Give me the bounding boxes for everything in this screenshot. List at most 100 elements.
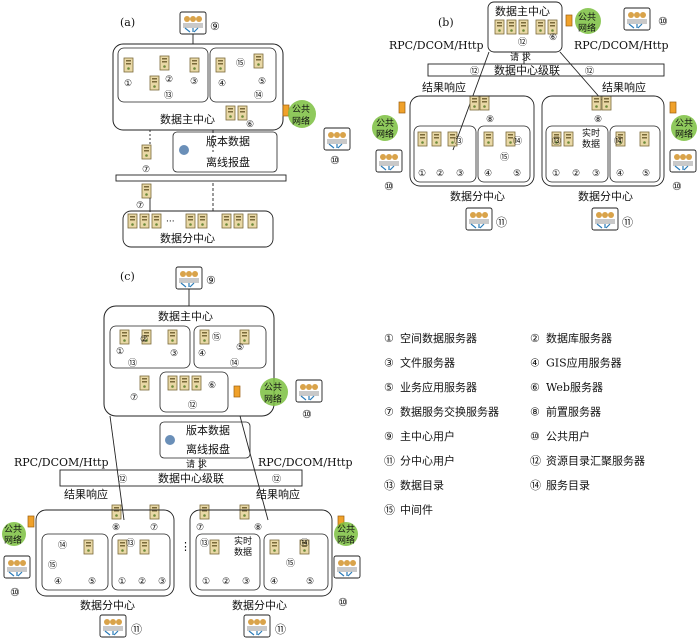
svg-text:③: ③ — [592, 169, 600, 179]
svg-text:⑭: ⑭ — [58, 540, 67, 551]
svg-text:⑬: ⑬ — [200, 538, 209, 549]
legend-number: ⑦ — [384, 406, 394, 419]
svg-text:离线报盘: 离线报盘 — [186, 442, 230, 456]
legend-label: 服务目录 — [546, 479, 590, 492]
svg-text:⑬: ⑬ — [552, 136, 561, 147]
offline-box — [172, 131, 278, 173]
svg-text:⑧: ⑧ — [112, 523, 120, 533]
a-main-center-label: 数据主中心 — [160, 112, 215, 126]
server-5-icon — [253, 53, 264, 69]
svg-text:RPC/DCOM/Http: RPC/DCOM/Http — [14, 456, 109, 469]
svg-text:数据中心级联: 数据中心级联 — [158, 471, 224, 485]
svg-text:⑫: ⑫ — [470, 66, 479, 77]
svg-text:⑮: ⑮ — [500, 152, 509, 163]
svg-text:③: ③ — [456, 169, 464, 179]
legend-number: ⑭ — [530, 479, 541, 492]
legend-label: 中间件 — [400, 504, 433, 517]
legend-label: 业务应用服务器 — [400, 380, 477, 394]
svg-text:⑩: ⑩ — [338, 596, 348, 609]
svg-text:⑤: ⑤ — [513, 169, 521, 179]
legend-number: ⑪ — [384, 455, 395, 468]
svg-text:⑫: ⑫ — [518, 37, 527, 48]
server-7-icon — [141, 144, 152, 160]
svg-text:②: ② — [165, 75, 173, 85]
svg-text:结果响应: 结果响应 — [602, 80, 646, 94]
server-12-icon — [225, 105, 236, 121]
svg-text:公共: 公共 — [376, 118, 394, 129]
svg-text:网络: 网络 — [4, 534, 22, 546]
svg-text:⑭: ⑭ — [300, 538, 309, 549]
svg-text:公共: 公共 — [4, 524, 22, 535]
svg-text:⑦: ⑦ — [130, 393, 138, 403]
svg-text:⑤: ⑤ — [258, 77, 266, 87]
svg-text:⑪: ⑪ — [496, 216, 507, 229]
legend-label: 数据服务交换服务器 — [400, 405, 499, 419]
a-offline: 离线报盘 — [206, 155, 250, 169]
public-network-icon — [288, 100, 316, 128]
legend-number: ⑤ — [384, 381, 394, 394]
svg-text:③: ③ — [190, 77, 198, 87]
user-group-10-icon — [323, 127, 351, 151]
svg-text:⑤: ⑤ — [88, 577, 96, 587]
legend-number: ③ — [384, 357, 394, 370]
svg-text:公共: 公共 — [675, 118, 693, 129]
svg-text:③: ③ — [158, 577, 166, 587]
svg-text:公共: 公共 — [578, 12, 596, 23]
a-version-data: 版本数据 — [206, 134, 250, 148]
c-main-center-box — [103, 305, 275, 417]
svg-text:数据主中心: 数据主中心 — [158, 309, 213, 323]
b-main-center-label: 数据主中心 — [495, 4, 550, 18]
svg-text:⑥: ⑥ — [246, 120, 254, 130]
svg-text:⑦: ⑦ — [142, 165, 150, 175]
svg-text:(b): (b) — [438, 16, 454, 29]
server-7b-icon — [141, 183, 152, 199]
legend-label: 分中心用户 — [400, 454, 455, 468]
legend-label: 主中心用户 — [400, 429, 455, 443]
svg-text:⑮: ⑮ — [236, 58, 245, 69]
svg-text:网络: 网络 — [675, 128, 693, 140]
gateway-icon — [565, 14, 573, 27]
svg-text:⑬: ⑬ — [126, 538, 135, 549]
public-network-label-2: 网络 — [292, 115, 310, 127]
svg-text:④: ④ — [198, 349, 206, 359]
svg-text:数据: 数据 — [582, 138, 600, 150]
svg-text:(c): (c) — [120, 270, 135, 283]
server-group-left — [117, 47, 209, 103]
svg-text:数据分中心: 数据分中心 — [450, 189, 505, 203]
legend-label: 数据库服务器 — [546, 331, 612, 345]
svg-text:结果响应: 结果响应 — [422, 80, 466, 94]
legend-number: ⑨ — [384, 430, 394, 443]
svg-text:⑭: ⑭ — [254, 90, 263, 101]
svg-text:⑩: ⑩ — [384, 180, 394, 193]
svg-text:⑫: ⑫ — [585, 66, 594, 77]
b-cascade-bar — [427, 63, 665, 77]
svg-text:网络: 网络 — [376, 128, 394, 140]
svg-text:数据分中心: 数据分中心 — [80, 598, 135, 612]
svg-text:请 求: 请 求 — [186, 458, 207, 470]
svg-text:版本数据: 版本数据 — [186, 423, 230, 437]
label-9: ⑨ — [210, 20, 220, 33]
legend-number: ⑩ — [530, 430, 540, 443]
svg-text:③: ③ — [170, 349, 178, 359]
b-sub-center-left — [409, 95, 535, 187]
svg-text:①: ① — [118, 577, 126, 587]
svg-text:②: ② — [572, 169, 580, 179]
public-network-label-1: 公共 — [292, 104, 310, 115]
svg-text:···: ··· — [166, 217, 175, 227]
svg-text:⑧: ⑧ — [254, 523, 262, 533]
a-sub-center-box — [122, 210, 274, 248]
svg-text:⑩: ⑩ — [672, 180, 682, 193]
svg-text:③: ③ — [242, 577, 250, 587]
svg-text:⑬: ⑬ — [128, 358, 137, 369]
svg-text:①: ① — [202, 577, 210, 587]
svg-text:①: ① — [116, 347, 124, 357]
svg-text:⑥: ⑥ — [208, 381, 216, 391]
svg-text:网络: 网络 — [578, 22, 596, 34]
svg-text:结果响应: 结果响应 — [256, 487, 300, 501]
svg-text:④: ④ — [54, 577, 62, 587]
legend-label: 文件服务器 — [400, 356, 455, 370]
panel-a: (a) ⑨ ① ② ③ ⑬ ④ ⑤ ⑮ ⑭ 数据主中心 ⑥ 公共 网络 ⑩ ⑦ … — [112, 11, 351, 248]
svg-text:网络: 网络 — [264, 393, 282, 405]
svg-text:⑬: ⑬ — [164, 90, 173, 101]
